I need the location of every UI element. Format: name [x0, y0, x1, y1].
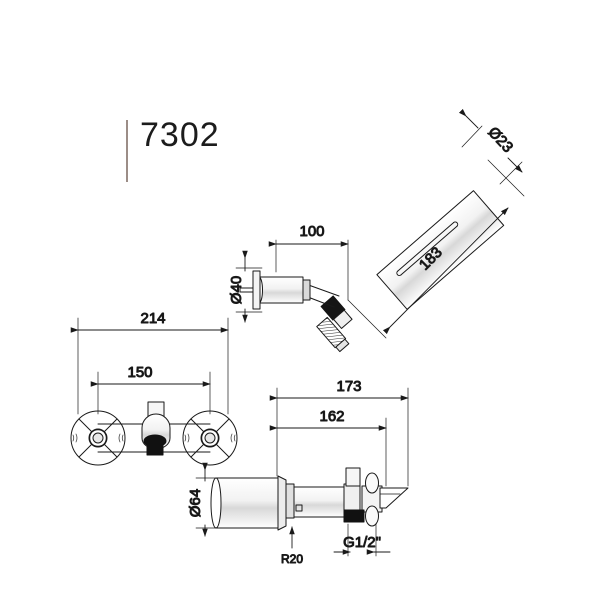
- dimension-150-label: 150: [127, 364, 152, 381]
- model-number-label: 7302: [140, 116, 220, 154]
- dimension-dia23: Ø23: [458, 108, 523, 185]
- dimension-214: 214: [70, 310, 229, 415]
- dimension-dia64-label: Ø64: [187, 489, 204, 517]
- shower-handle-body: [376, 190, 505, 310]
- dimension-dia40: Ø40: [228, 250, 263, 323]
- dimension-dia40-label: Ø40: [228, 276, 245, 304]
- wall-bracket-body: [255, 276, 311, 304]
- dimension-thread-g12: G1/2": [333, 523, 391, 557]
- title-accent-rule: [126, 120, 128, 182]
- side-diverter-stub: [345, 467, 361, 487]
- flexible-hose: [316, 316, 350, 353]
- dimension-dia64: Ø64: [187, 462, 223, 537]
- side-inlet-thread: [343, 509, 365, 523]
- dimension-214-label: 214: [140, 310, 165, 327]
- side-handle-cylinder: [210, 477, 279, 529]
- dimension-100: 100: [268, 223, 349, 301]
- wall-bracket-flange: [239, 270, 261, 310]
- callout-r20-label: R20: [281, 552, 303, 566]
- dimension-183: 183: [347, 159, 525, 339]
- side-cross-handle: [361, 472, 383, 527]
- hose-connector-nut: [320, 295, 353, 329]
- dimension-173: 173: [269, 378, 409, 487]
- dimension-162: 162: [269, 408, 387, 487]
- dimension-162-label: 162: [319, 408, 344, 425]
- dimension-thread-label: G1/2": [343, 534, 381, 551]
- cross-handle-right: [182, 410, 238, 466]
- callout-r20: R20: [280, 526, 304, 567]
- dimension-dia23-label: Ø23: [484, 124, 516, 156]
- centre-outlet-body: [141, 401, 171, 456]
- side-wall-rosette: [277, 475, 295, 531]
- cross-handle-left: [70, 410, 126, 466]
- view-mixer-side: 173 162 Ø64: [187, 378, 409, 567]
- side-outlet-arm: [379, 487, 409, 509]
- view-mixer-front: 214 150: [70, 310, 238, 466]
- dimension-150: 150: [90, 364, 211, 415]
- view-handheld-shower: 100 Ø40 Ø23: [228, 108, 525, 353]
- dimension-173-label: 173: [336, 378, 361, 395]
- dimension-100-label: 100: [299, 223, 324, 240]
